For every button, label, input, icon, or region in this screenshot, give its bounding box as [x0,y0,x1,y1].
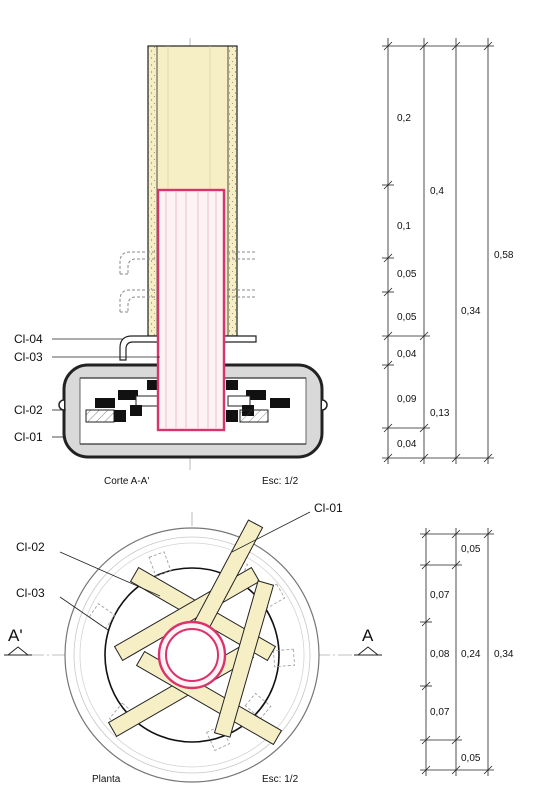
dim-plan-3: 0,07 [430,707,450,718]
dim-section-1: 0,2 [397,113,411,124]
dim-plan-6: 0,05 [461,753,481,764]
dim-plan-5: 0,24 [461,649,481,660]
dim-section-9: 0,13 [430,408,450,419]
lattice-blocks [85,380,290,423]
dim-plan-7: 0,34 [494,649,514,660]
dim-section-5: 0,04 [397,349,417,360]
plan-view: A' A Cl-01 Cl-02 Cl-03 Planta Esc: 1/2 [4,501,514,785]
section-scale: Esc: 1/2 [262,476,299,487]
dim-plan-1: 0,07 [430,590,450,601]
dim-section-7: 0,04 [397,439,417,450]
callout-cl-03: Cl-03 [14,350,43,364]
inner-tube [156,188,226,432]
hidden-hook-lower [119,289,255,312]
dim-plan-2: 0,08 [430,649,450,660]
section-mark-label-a-prime: A' [8,626,23,645]
section-mark-label-a: A [362,626,374,645]
dim-section-8: 0,4 [430,186,444,197]
section-view: Cl-04 Cl-03 Cl-02 Cl-01 Corte A-A' Esc: … [14,38,514,487]
hidden-hook-upper [119,251,255,274]
dim-section-10: 0,34 [461,306,481,317]
plan-title: Planta [92,774,121,785]
dim-section-3: 0,05 [397,269,417,280]
dim-plan-4: 0,05 [461,544,481,555]
section-dimension-chains [382,38,494,464]
section-mark-a-prime [7,646,29,656]
dim-section-11: 0,58 [494,250,514,261]
plan-callout-cl-02: Cl-02 [16,540,45,554]
plan-scale: Esc: 1/2 [262,774,299,785]
callout-cl-02: Cl-02 [14,403,43,417]
base-ring-inner [104,567,280,743]
dim-section-6: 0,09 [397,394,417,405]
dim-section-2: 0,1 [397,221,411,232]
dim-section-4: 0,05 [397,312,417,323]
callout-cl-04: Cl-04 [14,332,43,346]
section-mark-a [357,646,379,656]
plan-callout-cl-01: Cl-01 [314,501,343,515]
section-title: Corte A-A' [104,476,149,487]
plan-callout-cl-03: Cl-03 [16,586,45,600]
plan-dimension-chains [420,528,494,776]
callout-cl-01: Cl-01 [14,430,43,444]
